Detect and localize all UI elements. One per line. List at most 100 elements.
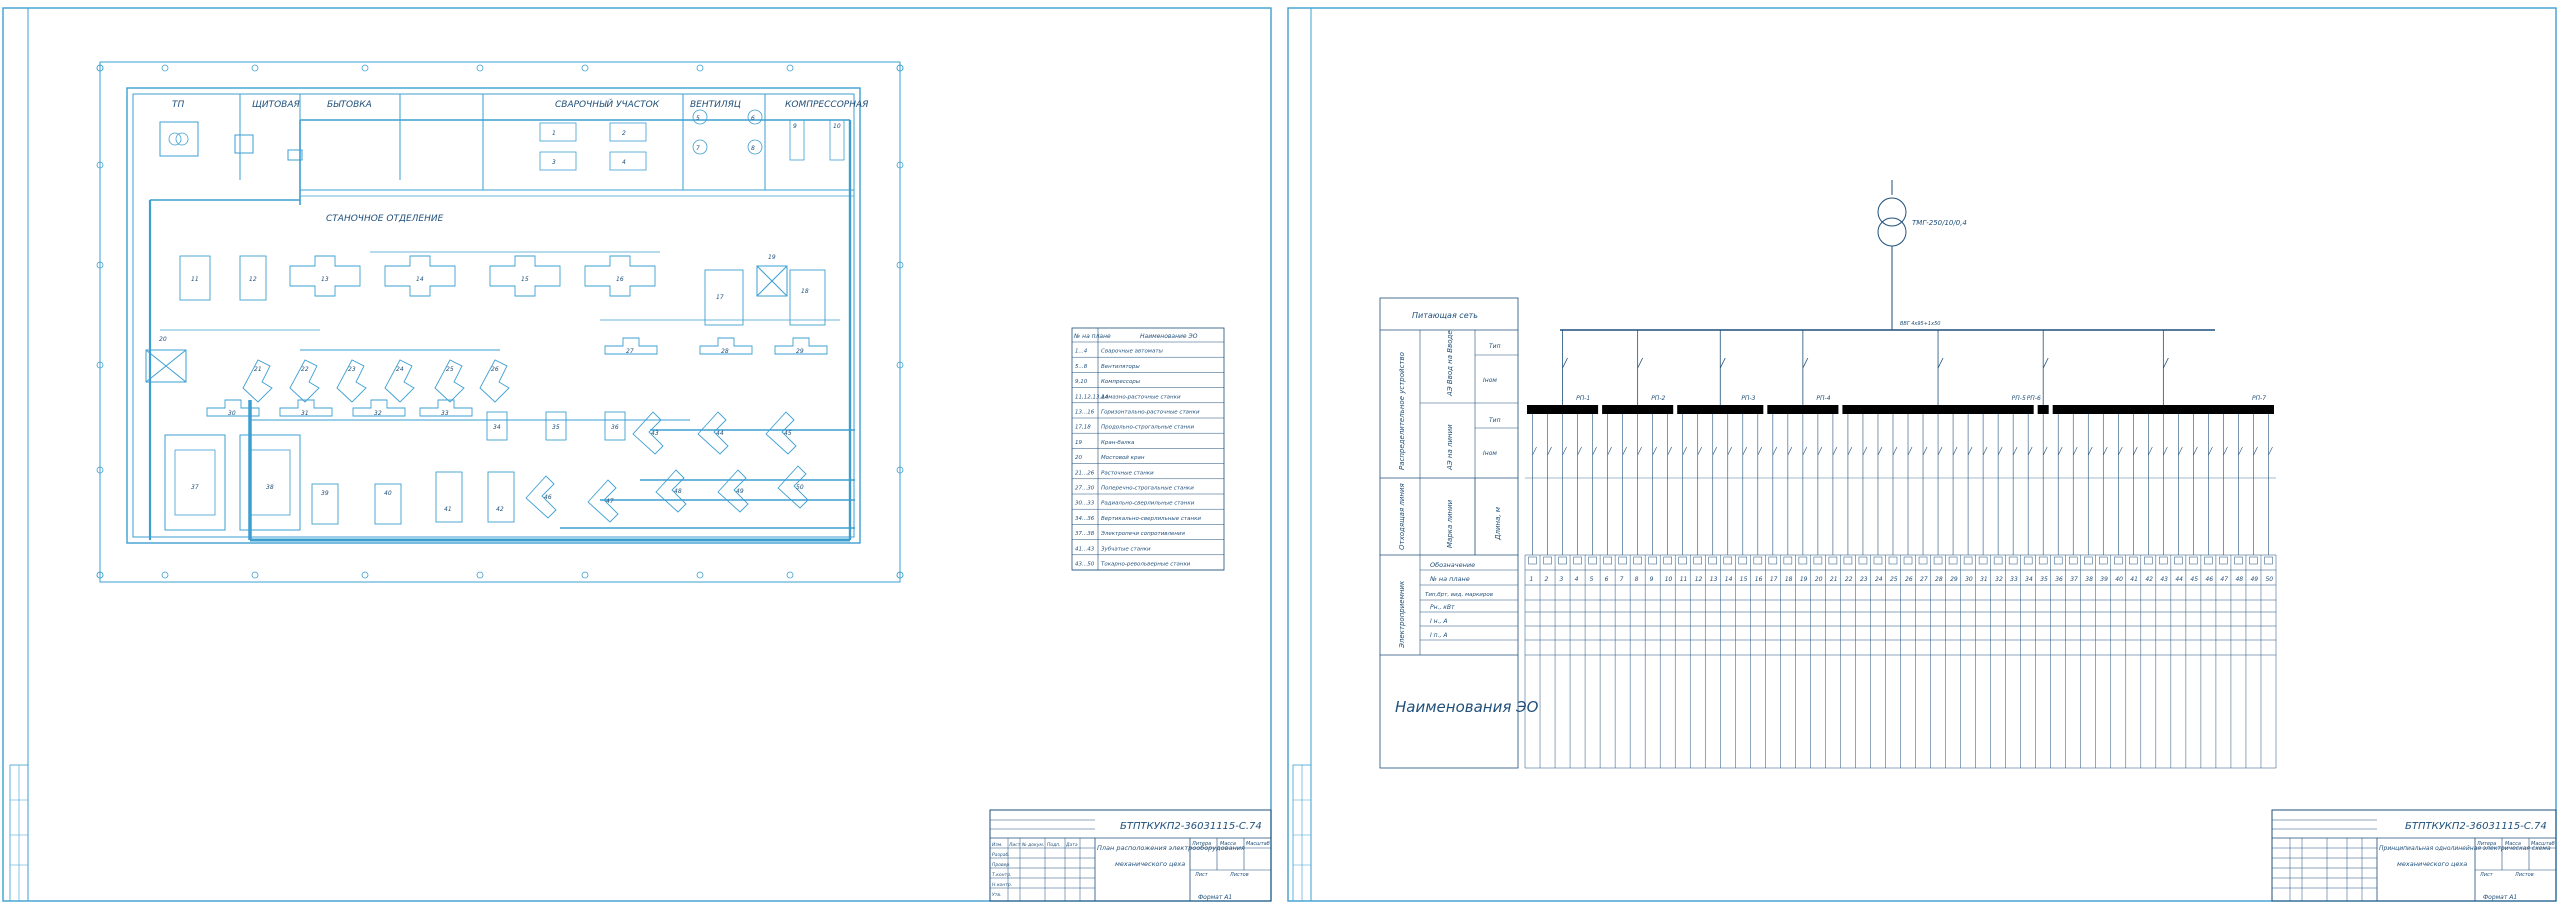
- legend-num: 21...26: [1075, 470, 1095, 476]
- axis-marker: [786, 64, 794, 72]
- machine-30: 30: [206, 399, 260, 417]
- machine-6: 6: [751, 115, 755, 122]
- axis-marker: [251, 571, 259, 579]
- machine-label: 16: [616, 276, 624, 283]
- machine-14: 14: [384, 255, 456, 297]
- machine-label: 41: [444, 506, 452, 513]
- stamp2-title-line2: механического цеха: [2397, 860, 2467, 868]
- legend-num: 27...30: [1075, 486, 1095, 492]
- stamp1-sheets: Листов: [1229, 872, 1249, 878]
- machine-label: 38: [266, 484, 274, 491]
- axis-marker: [896, 466, 904, 474]
- panel-label: РП-6: [2027, 395, 2041, 402]
- machine-label: 2: [622, 130, 626, 137]
- machine-11: 11: [179, 255, 211, 301]
- receiver-number: 1: [1530, 576, 1534, 583]
- hdr-distr-device: Распределительное устройство: [1398, 352, 1406, 470]
- main-line-label: ВВГ 4х95+1х50: [1900, 321, 1940, 327]
- stamp1-col-doc: № докум.: [1021, 842, 1044, 848]
- hdr-type-label: Тип,брт, вид, маркиров: [1425, 592, 1493, 598]
- sheet2-inner-frame: [1310, 7, 2557, 902]
- legend-name: Сварочные автоматы: [1101, 349, 1164, 355]
- receiver-number: 11: [1680, 576, 1688, 583]
- machine-19: 19: [768, 254, 776, 261]
- legend-name: Кран-балка: [1101, 440, 1135, 446]
- receiver-number: 15: [1740, 576, 1748, 583]
- stamp1-format: Формат А1: [1198, 894, 1232, 901]
- machine-label: 47: [606, 498, 614, 505]
- machine-label: 13: [321, 276, 329, 283]
- machine-39: 39: [311, 483, 339, 525]
- machine-label: 12: [249, 276, 257, 283]
- machine-label: 43: [651, 430, 659, 437]
- stamp2-sheet: Лист: [2479, 872, 2494, 878]
- distribution-bus: [2037, 405, 2049, 414]
- machine-45: 45: [765, 411, 797, 455]
- legend-num: 34...36: [1075, 516, 1095, 522]
- stamp1-code: БТПТКУКП2-36031115-С.74: [1120, 821, 1262, 832]
- machine-label: 19: [768, 254, 776, 261]
- legend-name: Продольно-строгальные станки: [1101, 425, 1195, 431]
- machine-label: 44: [716, 430, 724, 437]
- panel-label: РП-3: [1741, 395, 1755, 402]
- axis-marker: [896, 261, 904, 269]
- legend-header-num: № на плане: [1073, 333, 1111, 340]
- receiver-number: 5: [1590, 576, 1594, 583]
- hdr-type-1: Тип: [1489, 343, 1501, 350]
- axis-marker: [161, 64, 169, 72]
- distribution-bus: [2052, 405, 2274, 414]
- distribution-bus: [1677, 405, 1764, 414]
- legend-num: 41...43: [1075, 546, 1095, 552]
- machine-label: 14: [416, 276, 424, 283]
- machine-20: 20: [159, 336, 167, 343]
- receiver-number: 38: [2085, 576, 2093, 583]
- receiver-number: 33: [2010, 576, 2018, 583]
- receiver-number: 21: [1830, 576, 1838, 583]
- receiver-number: 16: [1755, 576, 1763, 583]
- stamp2-col-lit: Литера: [2476, 841, 2496, 847]
- machine-label: 33: [441, 410, 449, 417]
- receiver-number: 48: [2235, 576, 2243, 583]
- legend-num: 5...8: [1075, 364, 1088, 370]
- receiver-number: 14: [1725, 576, 1733, 583]
- machine-label: 31: [301, 410, 309, 417]
- distribution-bus: [1527, 405, 1599, 414]
- stamp2-col-mass: Масса: [2505, 841, 2521, 847]
- machine-33: 33: [419, 399, 473, 417]
- axis-marker: [581, 571, 589, 579]
- stamp1-role-razrab: Разраб.: [992, 852, 1010, 858]
- machine-28: 28: [699, 337, 753, 355]
- building-plan: ТП ЩИТОВАЯ БЫТОВКА СВАРОЧНЫЙ УЧАСТОК ВЕН…: [96, 61, 904, 583]
- machine-23: 23: [336, 359, 367, 403]
- receiver-number: 28: [1935, 576, 1943, 583]
- hdr-names: Наименования ЭО: [1395, 698, 1539, 716]
- legend-name: Радиально-сверлильные станки: [1101, 501, 1195, 507]
- receiver-number: 19: [1800, 576, 1808, 583]
- room-label-svarochny: СВАРОЧНЫЙ УЧАСТОК: [555, 98, 660, 110]
- axis-marker: [786, 571, 794, 579]
- distribution-bus: [1842, 405, 2034, 414]
- machine-label: 36: [611, 424, 619, 431]
- legend-num: 19: [1075, 440, 1082, 446]
- machine-label: 5: [696, 115, 700, 122]
- legend-name: Алмазно-расточные станки: [1100, 394, 1181, 400]
- machine-1: 1: [552, 130, 556, 137]
- machine-42: 42: [487, 471, 515, 523]
- receiver-number: 40: [2115, 576, 2123, 583]
- machine-22: 22: [289, 359, 320, 403]
- receiver-number: 2: [1545, 576, 1549, 583]
- axis-marker: [96, 361, 104, 369]
- receiver-number: 37: [2070, 576, 2078, 583]
- machine-8: 8: [751, 145, 755, 152]
- receiver-number: 26: [1905, 576, 1913, 583]
- receiver-number: 17: [1770, 576, 1778, 583]
- machine-label: 45: [784, 430, 792, 437]
- stamp1-role-utv: Утв.: [992, 892, 1001, 898]
- hdr-mark: Марка линии: [1446, 499, 1454, 548]
- machine-27: 27: [604, 337, 658, 355]
- machine-31: 31: [279, 399, 333, 417]
